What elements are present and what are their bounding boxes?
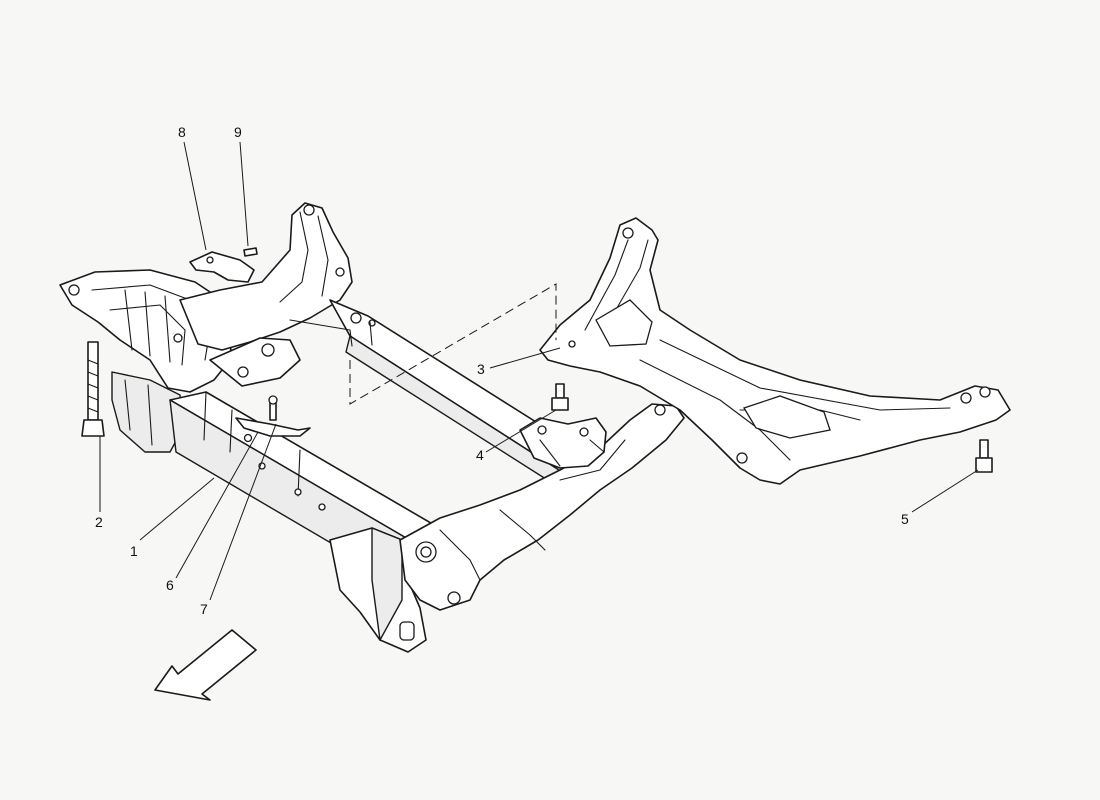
callout-9: 9 [234, 124, 242, 140]
callout-5: 5 [901, 511, 909, 527]
leader-lines [99, 141, 979, 601]
underbody-brace-plate [539, 217, 1011, 485]
callout-2: 2 [95, 514, 103, 530]
callout-7: 7 [200, 601, 208, 617]
front-direction-arrow-icon [154, 629, 257, 701]
clip-part-6 [235, 417, 311, 437]
bolt-part-2 [81, 341, 105, 437]
callout-4: 4 [476, 447, 484, 463]
callout-6: 6 [166, 577, 174, 593]
bolt-part-5 [975, 439, 993, 473]
bolt-part-4 [551, 383, 569, 411]
screw-part-7 [268, 395, 278, 421]
callout-8: 8 [178, 124, 186, 140]
screw-part-9 [243, 247, 258, 257]
callout-3: 3 [477, 361, 485, 377]
callout-1: 1 [130, 543, 138, 559]
bracket-part-8 [189, 251, 255, 283]
assembly-dashed-outline [349, 283, 557, 405]
front-subframe [59, 202, 685, 653]
